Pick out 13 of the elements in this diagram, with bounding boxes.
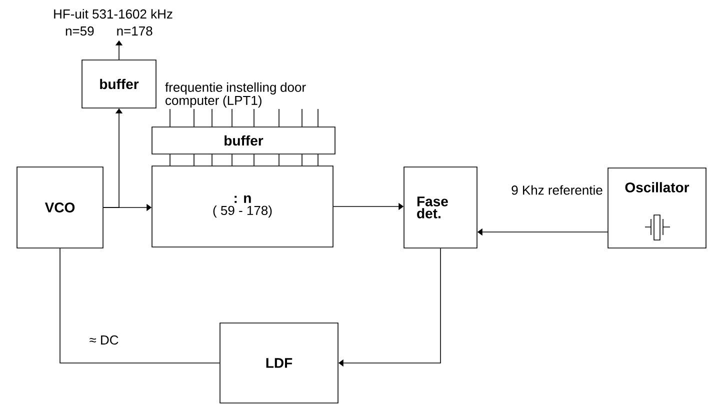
bus-label: frequentie instelling door computer (LPT1) <box>165 82 306 108</box>
buffer-box: buffer <box>82 60 156 108</box>
edge-label: 9 Khz referentie <box>510 184 604 196</box>
filter-box: LDF <box>220 322 338 404</box>
buffer-box: buffer <box>152 126 336 154</box>
output-label: HF-uit 531-1602 kHz n=59 n=178 <box>54 9 172 36</box>
phase-detector-box: Fase det. <box>404 166 478 248</box>
vco-box: VCO <box>16 166 104 248</box>
oscillator-box: Oscillator <box>608 168 706 248</box>
bus-line <box>278 154 280 166</box>
bus-line <box>278 108 280 127</box>
edge-label: ≈ DC <box>88 334 120 346</box>
connector-line <box>60 248 220 364</box>
